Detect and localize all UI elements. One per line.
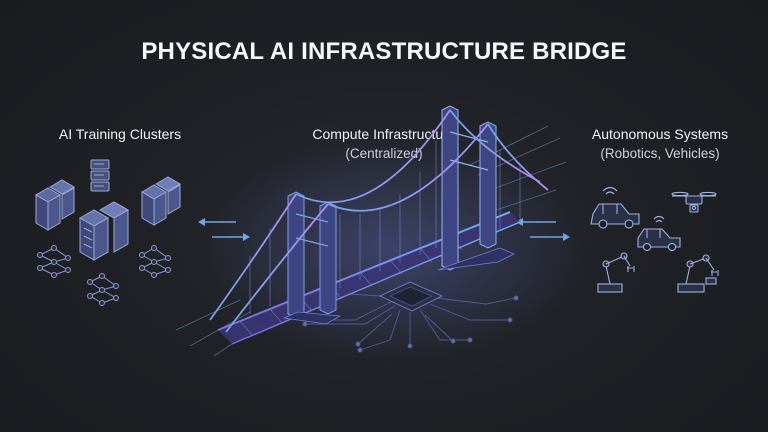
server-cluster-icon — [35, 179, 75, 231]
processor-chip-icon — [378, 281, 444, 312]
ai-training-clusters-label: AI Training Clusters — [58, 126, 182, 142]
compute-infrastructure-label: Compute Infrastructure — [312, 126, 456, 142]
server-stack-icon — [90, 159, 110, 192]
arrow-left-icon — [198, 218, 205, 226]
hanger-cables — [249, 140, 521, 314]
suspension-cables — [209, 109, 549, 333]
drone-icon — [671, 191, 717, 213]
right-bidirectional-arrows — [516, 218, 570, 241]
right-section-label: Autonomous Systems (Robotics, Vehicles) — [560, 125, 760, 163]
arrow-right-icon — [243, 233, 250, 241]
diagram-title: PHYSICAL AI INFRASTRUCTURE BRIDGE — [141, 38, 627, 65]
arrow-right-icon — [563, 233, 570, 241]
neural-network-icon — [37, 245, 71, 278]
autonomous-car-icon-2 — [637, 215, 681, 252]
left-section-label: AI Training Clusters — [20, 125, 220, 144]
neural-network-icon-2 — [87, 273, 119, 306]
autonomous-car-icon — [590, 186, 640, 229]
server-cluster-icon-2 — [141, 176, 181, 226]
left-bidirectional-arrows — [198, 218, 250, 241]
bridge-illustration — [175, 105, 567, 357]
ai-training-clusters-group — [35, 159, 181, 306]
bridge-tower-right — [437, 105, 515, 271]
robotic-arm-icon-2 — [677, 254, 719, 293]
circuit-traces — [287, 291, 519, 353]
server-cluster-large-icon — [78, 201, 130, 261]
autonomous-systems-group — [590, 186, 719, 293]
neural-network-icon-3 — [139, 245, 171, 278]
robotics-vehicles-sublabel: (Robotics, Vehicles) — [600, 146, 720, 161]
robotic-arm-icon — [597, 252, 635, 293]
autonomous-systems-label: Autonomous Systems — [591, 126, 729, 142]
